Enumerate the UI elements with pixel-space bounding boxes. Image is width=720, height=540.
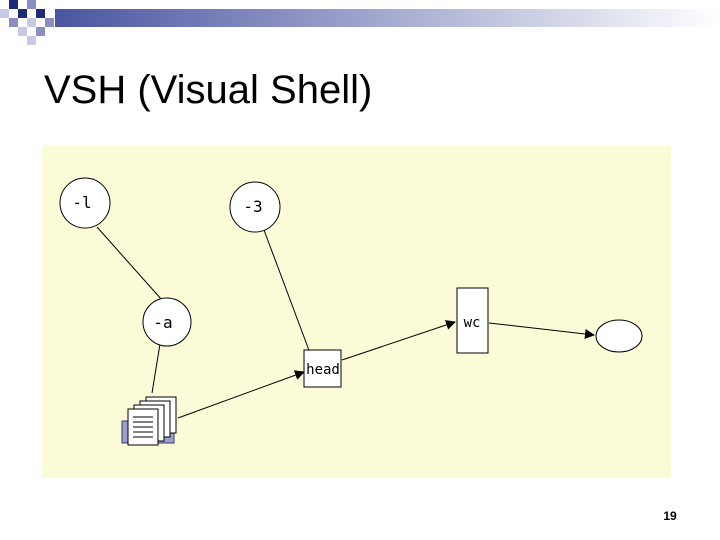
arrow-files-to-head (177, 370, 305, 419)
option-node-l[interactable]: -l (59, 177, 111, 229)
edge-a-to-files (151, 343, 161, 394)
page-number: 19 (663, 509, 677, 523)
page-title: VSH (Visual Shell) (44, 68, 373, 112)
header-gradient-bar (55, 9, 720, 27)
svg-text:head: head (306, 362, 340, 378)
command-node-head[interactable]: head (303, 349, 342, 388)
arrow-head-to-wc (341, 320, 456, 361)
svg-text:-a: -a (153, 313, 172, 332)
svg-text:-3: -3 (243, 197, 262, 216)
output-ellipse[interactable] (595, 319, 643, 353)
svg-text:-l: -l (72, 193, 91, 212)
command-node-wc[interactable]: wc (456, 287, 489, 354)
files-stack-icon[interactable] (121, 396, 177, 446)
header-decoration (0, 0, 720, 45)
option-node-3[interactable]: -3 (229, 181, 281, 233)
arrow-wc-to-output (488, 322, 595, 339)
checker-pattern (0, 0, 54, 45)
svg-text:wc: wc (464, 315, 481, 331)
edge-l-to-a (96, 226, 163, 301)
diagram-canvas: -l -3 -a head wc (59, 177, 643, 446)
edge-3-to-head (263, 229, 311, 354)
option-node-a[interactable]: -a (142, 297, 192, 347)
vsh-diagram: -l -3 -a head wc (42, 145, 671, 478)
